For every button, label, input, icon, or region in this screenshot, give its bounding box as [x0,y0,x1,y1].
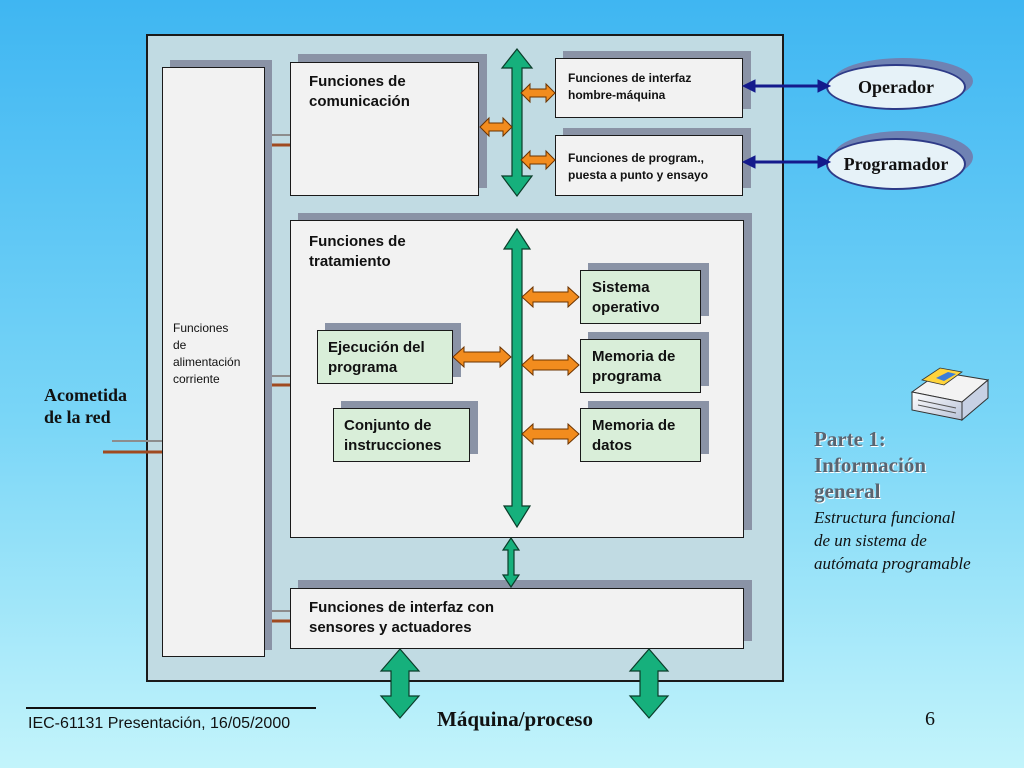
progmem-label-2: programa [592,368,662,385]
power-label-1: Funciones [173,321,229,335]
power-wires [103,134,290,623]
programmer-ellipse: Programador [826,138,966,190]
arrow-bus-prog [520,149,556,171]
page-number: 6 [925,708,935,730]
comm-label-1: Funciones de [309,73,406,90]
arrow-exec-bus [452,345,512,369]
section-title-line-2: Información [814,453,926,477]
acometida-label: Acometida de la red [44,384,127,428]
main-bus-arrow [502,227,532,529]
communication-block: Funciones de comunicación [290,62,479,196]
section-title-line-3: general [814,479,881,503]
sensor-label-2: sensores y actuadores [309,619,472,636]
programmer-label: Programador [843,153,949,174]
datamem-label-1: Memoria de [592,417,676,434]
datamem-label-2: datos [592,437,633,454]
link-bus-arrow [501,536,521,589]
prog-label-2: puesta a punto y ensayo [568,168,709,182]
exec-label-1: Ejecución del [328,339,425,356]
hmi-label-1: Funciones de interfaz [568,71,692,85]
section-description: Estructura funcional de un sistema de au… [814,506,971,575]
os-label-2: operativo [592,299,660,316]
section-desc-line-2: de un sistema de [814,531,927,550]
footer-presentation: IEC-61131 Presentación, 16/05/2000 [28,715,291,732]
operator-label: Operador [858,76,934,97]
machine-process-label: Máquina/proceso [437,707,593,731]
section-title-line-1: Parte 1: [814,427,886,451]
exec-label-2: programa [328,359,398,376]
top-bus-arrow [500,48,534,197]
program-memory-block: Memoria de programa [580,339,701,393]
operating-system-block: Sistema operativo [580,270,701,324]
section-desc-line-3: autómata programable [814,554,971,573]
program-execution-block: Ejecución del programa [317,330,453,384]
instr-label-1: Conjunto de [344,417,432,434]
arrow-comm-bus [479,116,513,138]
arrow-bus-datamem [521,422,580,446]
progmem-label-1: Memoria de [592,348,676,365]
treatment-label-2: tratamiento [309,253,391,270]
process-arrow-right [628,648,670,719]
sensor-actuator-block: Funciones de interfaz con sensores y act… [290,588,744,649]
printer-icon [910,367,990,422]
instr-label-2: instrucciones [344,437,442,454]
process-arrow-left [379,648,421,719]
power-label-4: corriente [173,372,220,386]
hmi-block: Funciones de interfaz hombre-máquina [555,58,743,118]
instruction-set-block: Conjunto de instrucciones [333,408,470,462]
data-memory-block: Memoria de datos [580,408,701,462]
sensor-label-1: Funciones de interfaz con [309,599,495,616]
hmi-label-2: hombre-máquina [568,88,666,102]
arrow-bus-hmi [520,82,556,104]
acometida-line-2: de la red [44,407,111,427]
os-label-1: Sistema [592,279,650,296]
comm-label-2: comunicación [309,93,410,110]
navy-arrows [741,79,832,169]
power-supply-block: Funciones de alimentación corriente [162,67,265,657]
arrow-bus-progmem [521,353,580,377]
programming-block: Funciones de program., puesta a punto y … [555,135,743,196]
operator-ellipse: Operador [826,64,966,110]
treatment-label-1: Funciones de [309,233,406,250]
orange-arrows [452,82,580,446]
prog-label-1: Funciones de program., [568,151,705,165]
section-title: Parte 1: Información general [814,426,926,504]
acometida-line-1: Acometida [44,385,127,405]
power-label-3: alimentación [173,355,241,369]
power-label-2: de [173,338,187,352]
arrow-bus-os [521,285,580,309]
section-desc-line-1: Estructura funcional [814,508,956,527]
